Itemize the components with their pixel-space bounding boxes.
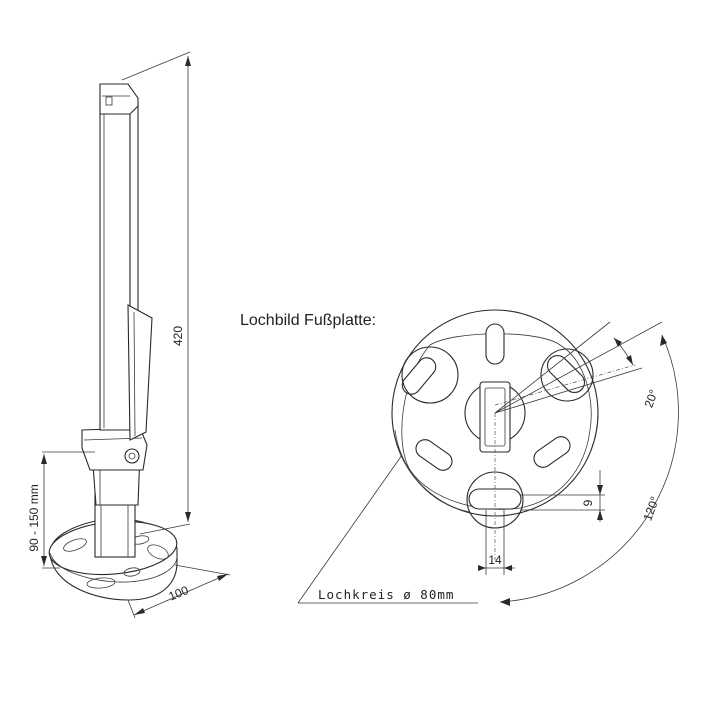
dim-90-150: 90 - 150 mm bbox=[27, 451, 95, 569]
stand-drawing: 420 90 - 150 mm 100 bbox=[27, 51, 231, 619]
drawing-title: Lochbild Fußplatte: bbox=[240, 312, 376, 329]
label-slot-height: 9 bbox=[581, 499, 595, 506]
dim-420: 420 bbox=[121, 51, 191, 535]
label-angle-120: 120° bbox=[640, 494, 662, 522]
label-90-150: 90 - 150 mm bbox=[27, 484, 41, 551]
label-slot-width: 14 bbox=[488, 553, 502, 567]
slots bbox=[401, 323, 594, 529]
column bbox=[99, 83, 153, 441]
label-angle-20: 20° bbox=[642, 388, 661, 410]
label-420: 420 bbox=[171, 326, 185, 346]
hole-pattern: 20° 120° 9 14 Lochkreis ø 80mm bbox=[297, 309, 679, 606]
label-hole-circle: Lochkreis ø 80mm bbox=[318, 587, 454, 602]
label-100: 100 bbox=[167, 583, 191, 604]
